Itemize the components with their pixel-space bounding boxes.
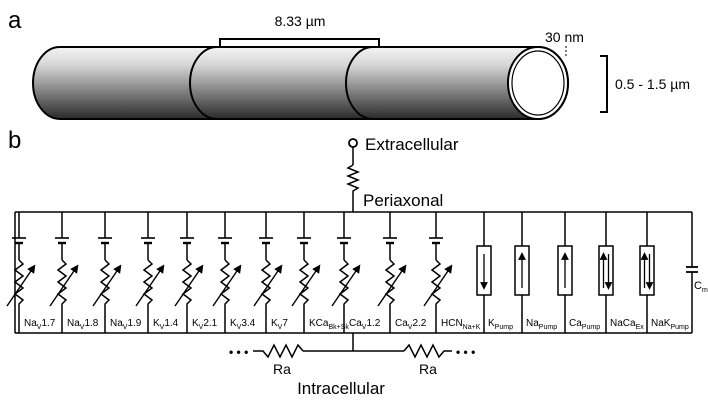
extracellular-label: Extracellular [365,135,459,154]
myelin-end-ring [511,50,565,116]
pump-label: KPump [488,318,513,331]
channel-label: CaV2.2 [395,318,427,331]
diameter-label: 0.5 - 1.5 µm [615,76,690,92]
panel-b-letter: b [8,127,21,154]
variable-arrow [291,264,321,307]
variable-resistor [99,259,111,333]
pump-label: NaCaEx [610,318,644,331]
extracellular-node [348,138,358,148]
variable-resistor [338,259,350,333]
variable-arrow [212,264,242,307]
pump-box [598,245,614,296]
intracellular-label: Intracellular [297,379,385,398]
variable-resistor [384,259,396,333]
channel-branch: NaV1.9 [92,212,142,333]
segment-length-bracket [219,38,380,46]
variable-resistor [181,259,193,333]
channel-label: KCaBk+Sk [309,318,349,331]
pump-branch: NaKPump [639,212,689,333]
axial-resistor-right [403,343,452,359]
gap-label: 30 nm [545,29,584,45]
pump-branches: KPump NaPump CaPump NaCaEx NaKPump [476,212,689,333]
variable-resistor [13,259,25,333]
pump-label: NaKPump [651,318,689,331]
extracellular-resistor [345,164,361,212]
variable-resistor [430,259,442,333]
channel-label: NaV1.8 [67,318,99,331]
panel-a-letter: a [8,7,22,34]
channel-branch: KV7 [253,212,288,333]
variable-arrow [174,264,204,307]
variable-resistor [56,259,68,333]
pump-box [639,245,655,296]
variable-arrow [49,264,79,307]
variable-arrow [377,264,407,307]
channel-branch: KV2.1 [174,212,218,333]
segment-length-label: 8.33 µm [275,13,326,29]
variable-resistor [298,259,310,333]
variable-resistor [142,259,154,333]
ra-right-label: Ra [419,361,437,377]
channel-label: NaV1.7 [24,318,56,331]
variable-arrow [6,264,36,307]
membrane-capacitor [686,212,698,333]
channel-branch: KV3.4 [212,212,256,333]
channel-label: HCNNa+K [441,318,481,331]
ellipsis-right: • • • [456,345,475,359]
axon-end-cap [507,46,569,120]
ion-channel-branches: NaV1.7 NaV1.8 NaV1.9 KV1.4 KV2.1 KV3.4 KV7 KCaB… [6,212,481,333]
pump-branch: CaPump [557,212,600,333]
axon-cylinder [32,46,569,120]
pump-branch: KPump [476,212,513,333]
variable-arrow [423,264,453,307]
channel-label: KV7 [271,318,288,331]
channel-branch: KCaBk+Sk [291,212,349,333]
channel-branch: CaV1.2 [331,212,381,333]
pump-branch: NaCaEx [598,212,644,333]
axial-resistor-left [253,343,304,359]
variable-arrow [253,264,283,307]
channel-label: NaV1.9 [110,318,142,331]
axial-resistance [253,333,452,359]
channel-label: KV2.1 [192,318,218,331]
capacitor-label: Cm [694,280,708,294]
variable-resistor [260,259,272,333]
variable-resistor [219,259,231,333]
variable-arrow [135,264,165,307]
channel-label: KV1.4 [153,318,179,331]
diameter-bracket [600,55,608,113]
pump-label: NaPump [526,318,557,331]
channel-branch: KV1.4 [135,212,179,333]
channel-branch: HCNNa+K [423,212,481,333]
channel-branch: CaV2.2 [377,212,427,333]
ra-left-label: Ra [273,361,291,377]
pump-branch: NaPump [514,212,557,333]
channel-branch: NaV1.7 [6,212,56,333]
periaxonal-label: Periaxonal [363,191,443,210]
channel-label: KV3.4 [230,318,256,331]
ellipsis-left: • • • [229,345,248,359]
channel-branch: NaV1.8 [49,212,99,333]
pump-label: CaPump [569,318,600,331]
variable-arrow [331,264,361,307]
variable-arrow [92,264,122,307]
channel-label: CaV1.2 [349,318,381,331]
